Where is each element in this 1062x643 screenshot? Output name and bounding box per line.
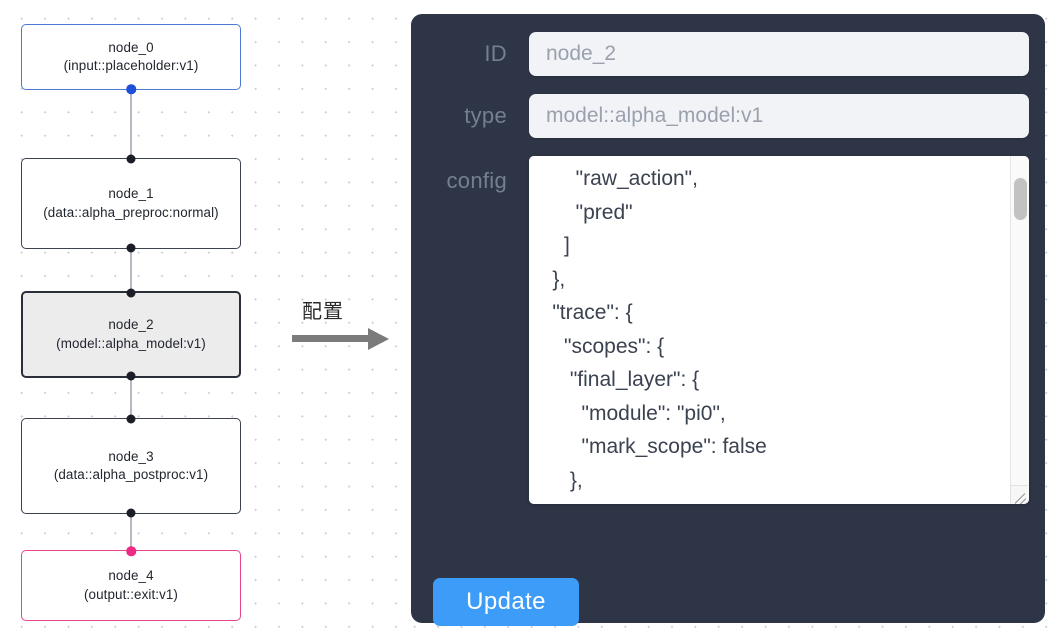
node-subtitle: (input::placeholder:v1): [63, 58, 199, 73]
type-label: type: [464, 103, 507, 128]
panel-canvas: ID type config "raw_action", "pred" ] },…: [400, 0, 1062, 643]
arrow-right-icon: [292, 327, 400, 350]
graph-node-node_4[interactable]: node_4 (output::exit:v1): [21, 546, 241, 621]
node-subtitle: (data::alpha_preproc:normal): [43, 204, 219, 220]
node-title: node_3: [108, 448, 154, 464]
edge-node2-node3[interactable]: [130, 378, 132, 418]
form-row-type: type: [411, 94, 1029, 138]
node-handle-bottom[interactable]: [126, 371, 136, 381]
id-label: ID: [484, 41, 507, 66]
transition-annotation: 配置: [292, 298, 400, 350]
config-scrollbar-thumb[interactable]: [1014, 178, 1027, 220]
id-input[interactable]: [529, 32, 1029, 76]
node-title: node_0: [108, 39, 154, 55]
config-textarea[interactable]: "raw_action", "pred" ] }, "trace": { "sc…: [529, 156, 1011, 504]
node-handle-bottom[interactable]: [126, 243, 136, 253]
node-handle-top[interactable]: [126, 154, 136, 164]
node-subtitle: (model::alpha_model:v1): [56, 335, 206, 351]
edge-node3-node4[interactable]: [130, 514, 132, 550]
config-label: config: [446, 168, 507, 193]
graph-node-node_0[interactable]: node_0 (input::placeholder:v1): [21, 24, 241, 94]
form-row-config: config "raw_action", "pred" ] }, "trace"…: [411, 156, 1029, 504]
graph-node-node_1[interactable]: node_1 (data::alpha_preproc:normal): [21, 154, 241, 253]
resize-grip-icon[interactable]: [1010, 485, 1028, 503]
node-handle-top[interactable]: [126, 288, 136, 298]
update-button[interactable]: Update: [433, 578, 579, 626]
node-config-panel: ID type config "raw_action", "pred" ] },…: [411, 14, 1045, 626]
graph-node-node_2[interactable]: node_2 (model::alpha_model:v1): [21, 288, 241, 381]
graph-node-node_3[interactable]: node_3 (data::alpha_postproc:v1): [21, 414, 241, 518]
node-handle-top[interactable]: [126, 546, 136, 556]
config-textarea-wrapper[interactable]: "raw_action", "pred" ] }, "trace": { "sc…: [529, 156, 1029, 504]
arrow-head: [368, 328, 389, 350]
edge-node0-node1[interactable]: [130, 90, 132, 158]
node-subtitle: (output::exit:v1): [84, 586, 178, 602]
config-scrollbar[interactable]: [1010, 156, 1029, 504]
graph-canvas[interactable]: node_0 (input::placeholder:v1) node_1 (d…: [0, 0, 400, 643]
form-row-id: ID: [411, 32, 1029, 76]
node-title: node_2: [108, 317, 154, 332]
edge-node1-node2[interactable]: [130, 249, 132, 291]
node-handle-bottom[interactable]: [126, 84, 136, 94]
node-title: node_1: [108, 186, 154, 201]
node-title: node_4: [108, 568, 154, 583]
transition-label: 配置: [302, 299, 344, 323]
node-handle-bottom[interactable]: [126, 508, 136, 518]
node-handle-top[interactable]: [126, 414, 136, 424]
type-input[interactable]: [529, 94, 1029, 138]
arrow-shaft: [292, 335, 370, 342]
node-subtitle: (data::alpha_postproc:v1): [53, 467, 209, 482]
